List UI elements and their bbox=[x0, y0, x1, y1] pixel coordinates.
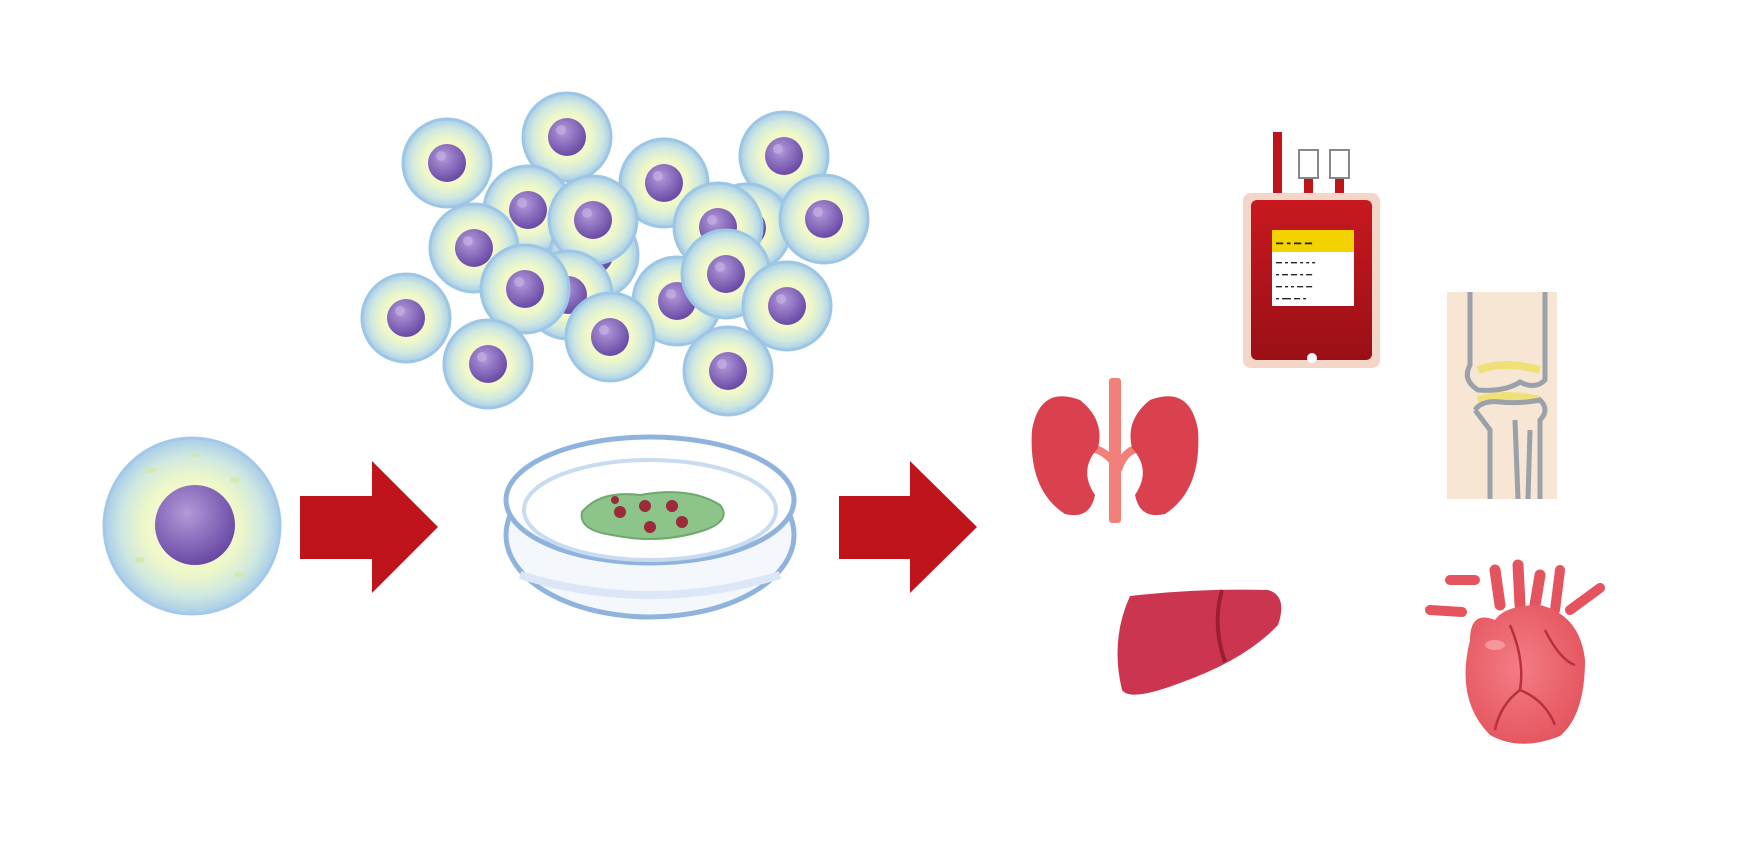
blood-bag-label-top: ▬▬ ▬ ▬▬ ▬▬ bbox=[1276, 240, 1313, 247]
cell-cluster-icon bbox=[360, 91, 870, 417]
blood-bag-label-line: ▬▬ ▬ ▬▬ ▬ ▬ ▬ bbox=[1276, 260, 1315, 266]
heart-icon bbox=[1425, 559, 1605, 744]
stem-cell-icon bbox=[102, 436, 282, 616]
knee-joint-icon bbox=[1447, 292, 1557, 500]
petri-dish-icon bbox=[503, 434, 797, 620]
kidney-icon bbox=[1031, 378, 1199, 523]
arrow-right-icon bbox=[839, 461, 977, 593]
blood-bag-label-line: ▬ ▬▬ ▬▬ ▬ ▬▬ bbox=[1276, 272, 1312, 278]
blood-bag-label-line: ▬▬ ▬ ▬ ▬▬ ▬▬ bbox=[1276, 284, 1312, 290]
blood-bag-label-line: ▬ ▬▬▬ ▬▬ ▬ bbox=[1276, 296, 1306, 302]
liver-icon bbox=[1117, 589, 1282, 695]
blood-bag-icon: ▬▬ ▬ ▬▬ ▬▬ ▬▬ ▬ ▬▬ ▬ ▬ ▬ ▬ ▬▬ ▬▬ ▬ ▬▬ ▬▬… bbox=[1243, 132, 1380, 368]
arrow-right-icon bbox=[300, 461, 438, 593]
